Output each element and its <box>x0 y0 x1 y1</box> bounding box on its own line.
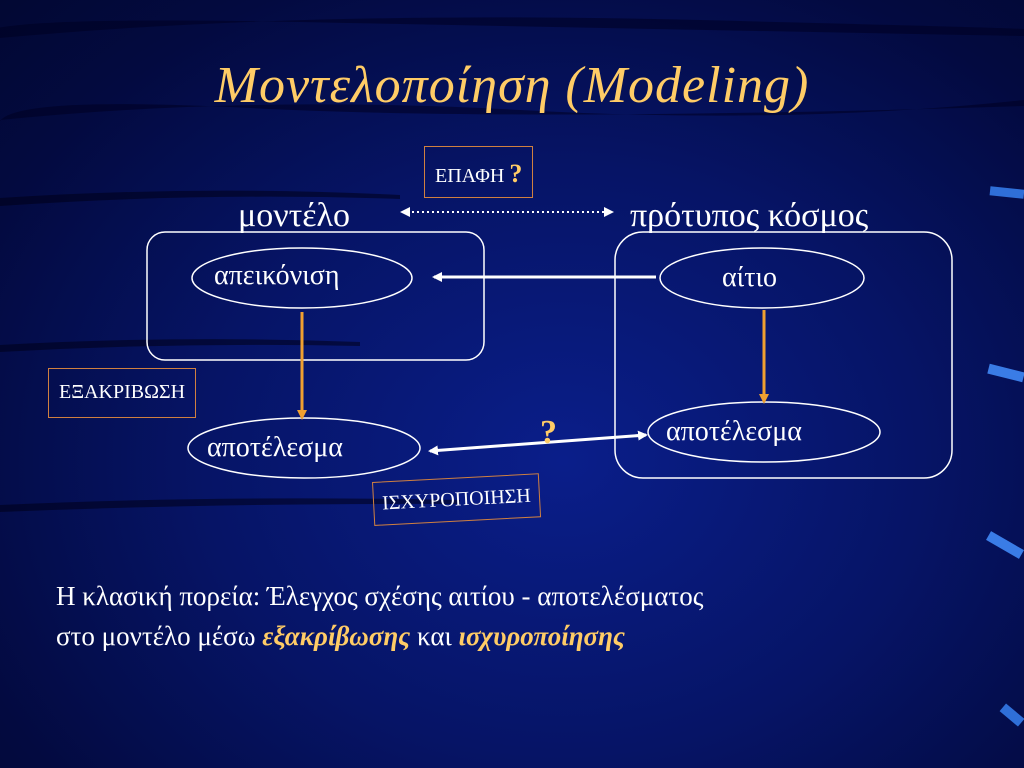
comparison-arrow <box>428 430 648 456</box>
world-label: πρότυπος κόσμος <box>630 197 869 234</box>
contact-question-mark: ? <box>509 159 523 188</box>
bottom-caption: Η κλασική πορεία: Έλεγχος σχέσης αιτίου … <box>56 576 976 656</box>
decorative-dashes <box>986 186 1024 727</box>
cause-label: αίτιο <box>722 262 777 293</box>
caption-line-2: στο μοντέλο μέσω εξακρίβωσης και ισχυροπ… <box>56 616 976 656</box>
caption-emph-validation: ισχυροποίησης <box>458 621 625 651</box>
contact-box: ΕΠΑΦΗ ? <box>424 146 534 198</box>
contact-label: ΕΠΑΦΗ <box>435 165 505 187</box>
representation-label: απεικόνιση <box>214 260 340 291</box>
caption-line-1: Η κλασική πορεία: Έλεγχος σχέσης αιτίου … <box>56 581 704 611</box>
slide-title: Μοντελοποίηση (Modeling) <box>214 57 810 114</box>
validation-box: ΙΣΧΥΡΟΠΟΙΗΣΗ <box>372 473 541 526</box>
model-label: μοντέλο <box>238 197 351 234</box>
representation-node <box>191 247 413 309</box>
verification-box: ΕΞΑΚΡΙΒΩΣΗ <box>48 368 197 418</box>
comparison-question-mark: ? <box>540 414 557 451</box>
cause-node <box>659 247 865 309</box>
caption-prefix: στο μοντέλο μέσω <box>56 621 263 651</box>
background-streaks <box>0 17 1024 512</box>
caption-mid: και <box>410 621 459 651</box>
world-result-label: αποτέλεσμα <box>666 416 802 447</box>
model-result-label: αποτέλεσμα <box>207 432 343 463</box>
model-group-box <box>146 231 485 361</box>
caption-emph-verification: εξακρίβωσης <box>262 621 411 651</box>
world-group-box <box>614 231 953 479</box>
